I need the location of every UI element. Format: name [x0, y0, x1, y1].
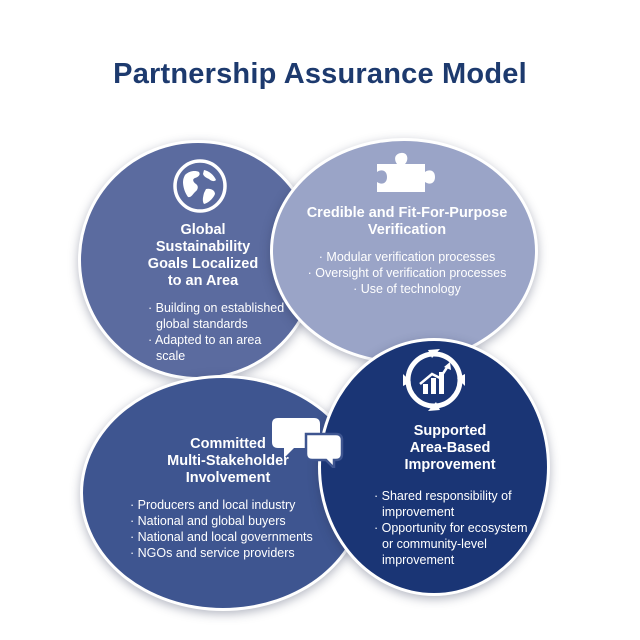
heading-improvement: Supported Area-Based Improvement [404, 423, 496, 473]
list-item: · National and global buyers [130, 514, 286, 528]
list-item: · National and local governments [130, 530, 313, 544]
list-item: · NGOs and service providers [130, 546, 295, 560]
block-multi-stakeholder: Committed Multi-Stakeholder Involvement … [120, 436, 336, 561]
heading-verification: Credible and Fit-For-Purpose Verificatio… [306, 205, 508, 238]
globe-icon [173, 159, 227, 213]
bullets-multi-stakeholder: · Producers and local industry · Nationa… [120, 497, 336, 561]
list-item: · Oversight of verification processes [307, 266, 507, 280]
list-item: · Use of technology [353, 282, 461, 296]
heading-global-goals: Global Sustainability Goals Localized to… [147, 222, 259, 289]
list-item: · Building on established global standar… [148, 301, 285, 331]
puzzle-piece-icon [377, 152, 435, 192]
bullets-global-goals: · Building on established global standar… [116, 300, 290, 364]
cycle-growth-chart-icon [403, 349, 465, 411]
circle-multi-stakeholder [80, 375, 366, 611]
list-item: · Shared responsibility of improvement [374, 489, 512, 519]
diagram-title: Partnership Assurance Model [113, 58, 527, 90]
block-verification: Credible and Fit-For-Purpose Verificatio… [292, 205, 522, 297]
bullets-improvement: · Shared responsibility of improvement ·… [370, 488, 530, 568]
list-item: · Adapted to an area scale [148, 333, 262, 363]
block-global-goals: Global Sustainability Goals Localized to… [116, 222, 290, 364]
block-improvement: Supported Area-Based Improvement · Share… [370, 423, 530, 568]
list-item: · Modular verification processes [318, 250, 496, 264]
speech-bubbles-icon [272, 418, 344, 468]
heading-multi-stakeholder: Committed Multi-Stakeholder Involvement [167, 436, 289, 486]
list-item: · Producers and local industry [130, 498, 296, 512]
list-item: · Opportunity for ecosystem or community… [374, 521, 528, 567]
circle-improvement [318, 338, 550, 596]
bullets-verification: · Modular verification processes · Overs… [292, 249, 522, 297]
